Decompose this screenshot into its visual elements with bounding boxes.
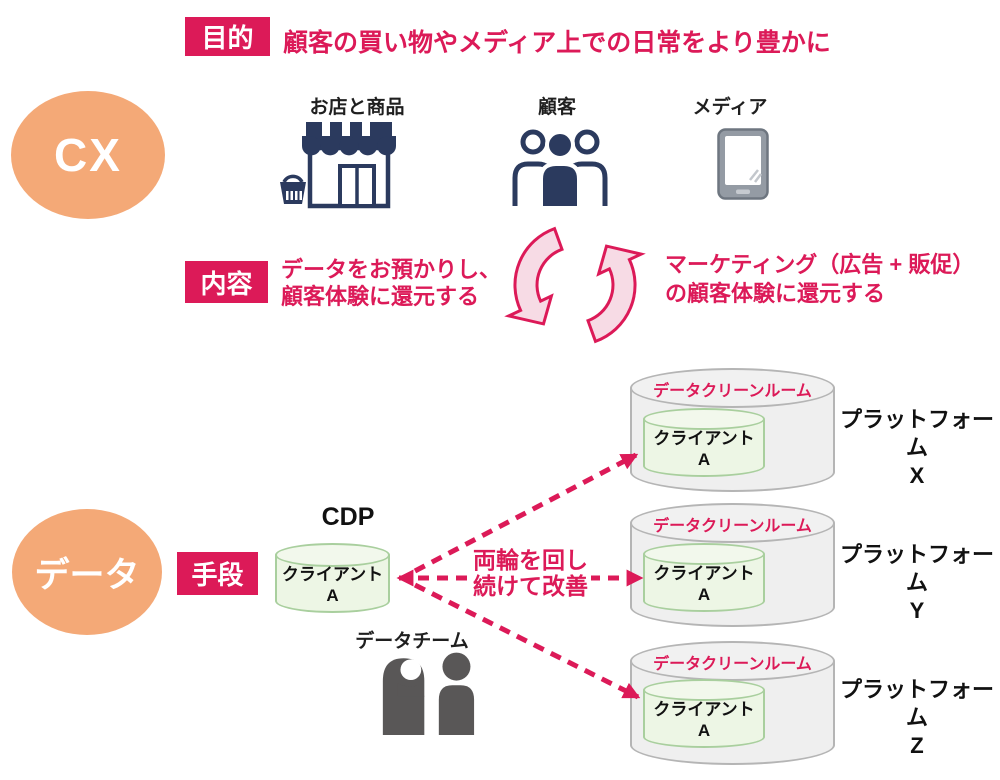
cycle-arrows-icon xyxy=(495,222,655,350)
means-tag: 手段 xyxy=(177,552,258,595)
content-left-text: データをお預かりし、 顧客体験に還元する xyxy=(281,256,501,310)
platform-y-client-line2: A xyxy=(697,585,711,604)
platform-x-cleanroom-cylinder: データクリーンルーム クライアント A xyxy=(630,368,835,492)
platform-x-name: プラットフォーム X xyxy=(832,406,1000,490)
loop-text: 両輪を回し 続けて改善 xyxy=(470,546,591,600)
platform-x-client-cylinder: クライアント A xyxy=(643,408,765,477)
platform-y-room-label: データクリーンルーム xyxy=(653,518,812,535)
platform-y-name-line2: Y xyxy=(909,598,925,623)
platform-x-name-line1: プラットフォーム xyxy=(839,407,994,460)
customers-icon xyxy=(510,126,610,208)
platform-z-client-cylinder: クライアント A xyxy=(643,679,765,748)
cdp-client-line1: クライアント xyxy=(281,565,384,584)
platform-z-cleanroom-cylinder: データクリーンルーム クライアント A xyxy=(630,641,835,765)
platform-z-name-line2: Z xyxy=(910,733,924,758)
platform-x-client-text: クライアント A xyxy=(643,428,765,470)
platform-y-cleanroom-cylinder: データクリーンルーム クライアント A xyxy=(630,503,835,627)
data-bubble: データ xyxy=(12,509,162,635)
platform-x-name-line2: X xyxy=(909,463,925,488)
platform-x-client-line2: A xyxy=(697,450,711,469)
content-tag: 内容 xyxy=(185,261,268,303)
content-right-line2: の顧客体験に還元する xyxy=(665,281,886,306)
platform-z-name-line1: プラットフォーム xyxy=(839,677,994,730)
content-right-text: マーケティング（広告 + 販促） の顧客体験に還元する xyxy=(665,250,974,308)
cdp-client-text: クライアント A xyxy=(275,564,390,606)
loop-line1: 両輪を回し xyxy=(473,547,588,573)
cdp-cylinder: クライアント A xyxy=(275,543,390,613)
platform-y-name-line1: プラットフォーム xyxy=(839,542,994,595)
storefront-icon xyxy=(278,120,416,210)
loop-line2: 続けて改善 xyxy=(473,573,588,599)
purpose-headline: 顧客の買い物やメディア上での日常をより豊かに xyxy=(283,29,831,57)
platform-z-client-cap xyxy=(643,679,765,701)
platform-y-cylinder-cap xyxy=(630,503,835,543)
content-left-line2: 顧客体験に還元する xyxy=(281,284,480,309)
platform-z-client-line2: A xyxy=(697,721,711,740)
platform-z-room-label: データクリーンルーム xyxy=(653,656,812,673)
team-people-icon xyxy=(372,650,487,735)
actor-label-media: メディア xyxy=(692,97,768,118)
content-right-line1: マーケティング（広告 + 販促） xyxy=(665,252,975,277)
cdp-client-line2: A xyxy=(326,586,339,605)
cx-bubble: CX xyxy=(11,91,165,219)
platform-z-client-text: クライアント A xyxy=(643,699,765,741)
cdp-title: CDP xyxy=(321,503,375,531)
content-left-line1: データをお預かりし、 xyxy=(281,257,502,282)
cdp-cylinder-cap xyxy=(275,543,390,567)
platform-x-client-cap xyxy=(643,408,765,430)
platform-y-client-text: クライアント A xyxy=(643,563,765,605)
purpose-tag: 目的 xyxy=(185,17,270,56)
actor-label-customers: 顧客 xyxy=(537,97,576,118)
platform-y-client-cylinder: クライアント A xyxy=(643,543,765,612)
platform-y-name: プラットフォーム Y xyxy=(832,541,1000,625)
platform-y-client-body xyxy=(643,554,765,612)
actor-label-store: お店と商品 xyxy=(309,97,405,118)
smartphone-icon xyxy=(717,128,769,200)
platform-z-name: プラットフォーム Z xyxy=(832,676,1000,760)
platform-y-client-cap xyxy=(643,543,765,565)
platform-x-cylinder-cap xyxy=(630,368,835,408)
platform-x-room-label: データクリーンルーム xyxy=(653,383,812,400)
platform-z-client-line1: クライアント xyxy=(653,700,755,719)
platform-y-client-line1: クライアント xyxy=(653,564,755,583)
platform-x-client-line1: クライアント xyxy=(653,429,755,448)
team-label: データチーム xyxy=(355,631,469,652)
